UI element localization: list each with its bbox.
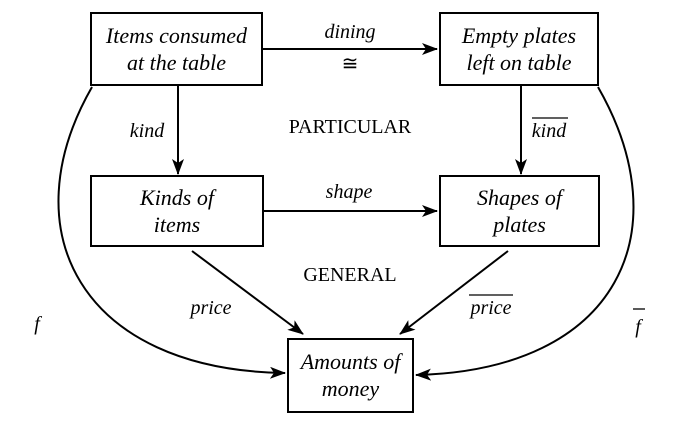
- node-empty-plates-line2: left on table: [466, 50, 571, 75]
- label-shape: shape: [326, 181, 373, 203]
- node-items-consumed-line1: Items consumed: [105, 23, 248, 48]
- node-items-consumed: Items consumed at the table: [90, 12, 263, 86]
- node-shapes-of-plates-line1: Shapes of: [477, 185, 565, 210]
- node-amounts-of-money: Amounts of money: [287, 338, 414, 413]
- label-f-bar: f: [635, 316, 643, 338]
- arrow-price: [191, 250, 304, 335]
- node-empty-plates-line1: Empty plates: [461, 23, 576, 48]
- region-particular: PARTICULAR: [289, 116, 412, 138]
- node-empty-plates: Empty plates left on table: [439, 12, 599, 86]
- label-kind: kind: [130, 120, 165, 142]
- node-shapes-of-plates: Shapes of plates: [439, 175, 600, 247]
- arrow-f: [57, 86, 286, 379]
- region-general: GENERAL: [303, 264, 396, 286]
- node-kinds-of-items-line1: Kinds of: [139, 185, 217, 210]
- label-price-bar: price: [468, 297, 511, 319]
- label-dining: dining: [324, 21, 375, 43]
- node-amounts-of-money-line2: money: [322, 376, 380, 401]
- arrow-price-bar: [399, 250, 509, 335]
- label-price: price: [188, 297, 231, 319]
- node-kinds-of-items-line2: items: [154, 212, 200, 237]
- label-f: f: [34, 313, 42, 335]
- arrow-f-bar: [415, 86, 635, 381]
- node-kinds-of-items: Kinds of items: [90, 175, 264, 247]
- label-iso: ≅: [342, 53, 359, 75]
- node-amounts-of-money-line1: Amounts of: [299, 349, 404, 374]
- label-kind-bar: kind: [532, 120, 567, 142]
- node-shapes-of-plates-line2: plates: [491, 212, 546, 237]
- node-items-consumed-line2: at the table: [127, 50, 226, 75]
